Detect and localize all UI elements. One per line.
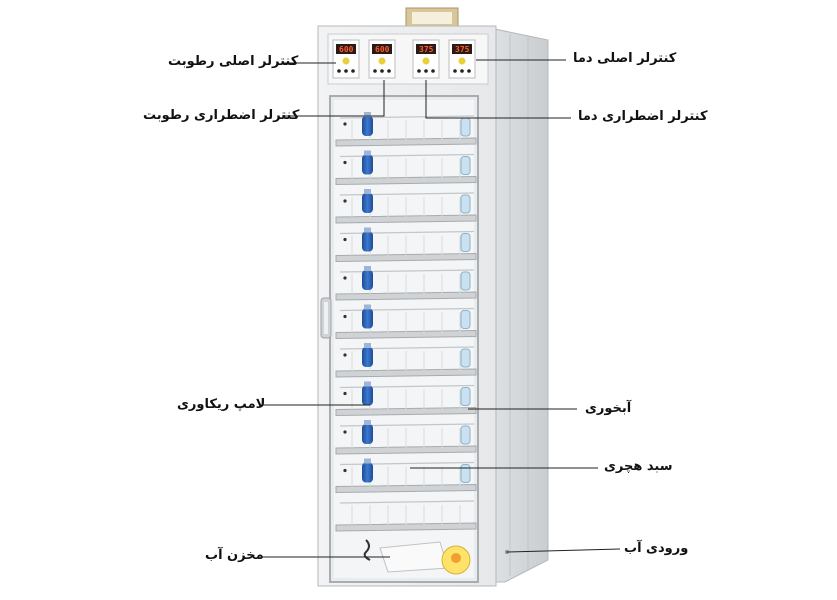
- water-bottle: [460, 156, 471, 175]
- controller-temp-main: 375: [448, 39, 476, 79]
- label-emergency-humidity-controller: کنترلر اضطراری رطوبت: [143, 108, 300, 123]
- lamp-bottle: [362, 231, 373, 252]
- lamp-bottle-cap: [364, 343, 371, 348]
- lamp-bottle: [362, 308, 373, 329]
- tray-shelf: [335, 329, 477, 340]
- lamp-bottle: [362, 424, 373, 444]
- lamp-bottle-cap: [364, 227, 371, 233]
- tray-shelf: [335, 445, 477, 455]
- water-bottle: [460, 194, 471, 214]
- lamp-bottle: [362, 116, 373, 136]
- tray-rail: [339, 500, 475, 504]
- door-handle: [320, 297, 332, 339]
- tray-pin: [343, 314, 347, 319]
- lamp-bottle: [362, 193, 373, 213]
- water-bottle: [460, 310, 471, 329]
- lamp-bottle-cap: [364, 304, 371, 310]
- controller-display: 375: [455, 45, 470, 54]
- tray-shelf: [335, 483, 477, 494]
- lamp-bottle-cap: [364, 458, 371, 464]
- tray-shelf: [335, 406, 477, 417]
- tray-rail: [339, 230, 475, 235]
- tray-pin: [343, 430, 347, 434]
- label-water-tray: آبخوری: [585, 401, 632, 416]
- tray-rail: [339, 423, 475, 427]
- lamp-bottle-cap: [364, 150, 371, 156]
- cabinet-side-panel: [489, 27, 549, 583]
- water-bottle: [460, 271, 471, 291]
- tray-rail: [339, 153, 475, 158]
- tray-pin: [343, 122, 347, 126]
- water-bottle: [460, 464, 471, 483]
- lamp-bottle-cap: [364, 189, 371, 194]
- tray-stack: [335, 112, 477, 532]
- tray-shelf: [335, 175, 477, 186]
- tray-pin: [343, 160, 347, 165]
- controller-humidity-main: 600: [332, 39, 360, 79]
- tray-shelf: [335, 291, 477, 301]
- water-bottle: [460, 348, 471, 368]
- water-bottle: [460, 387, 471, 406]
- tray-pin: [343, 199, 347, 203]
- lamp-bottle-cap: [364, 112, 371, 117]
- lamp-bottle-cap: [364, 420, 371, 425]
- tray-shelf: [335, 137, 477, 147]
- controller-humidity-emergency: 600: [368, 39, 396, 79]
- controller-display: 600: [375, 45, 390, 54]
- label-emergency-temp-controller: کنترلر اضطراری دما: [578, 109, 708, 124]
- tray-rail: [339, 269, 475, 273]
- tray-rail: [339, 307, 475, 312]
- leader-lines: [262, 59, 621, 558]
- tray-shelf: [335, 522, 477, 532]
- controller-temp-emergency: 375: [412, 39, 440, 79]
- lamp-bottle: [362, 154, 373, 175]
- controller-display: 375: [419, 45, 434, 54]
- controller-display: 600: [339, 45, 354, 54]
- tray-rail: [339, 384, 475, 389]
- label-main-temp-controller: کنترلر اصلی دما: [573, 51, 677, 66]
- water-tank: [363, 539, 471, 575]
- lamp-bottle: [362, 347, 373, 367]
- lamp-bottle-cap: [364, 266, 371, 271]
- water-bottle: [460, 425, 471, 445]
- label-water-inlet: ورودی آب: [624, 541, 689, 556]
- tray-shelf: [335, 368, 477, 378]
- water-bottle: [460, 233, 471, 252]
- lamp-bottle: [362, 270, 373, 290]
- label-water-tank: مخزن آب: [205, 548, 264, 563]
- top-box: [405, 7, 459, 29]
- label-main-humidity-controller: کنترلر اصلی رطوبت: [168, 54, 299, 69]
- tray-shelf: [335, 252, 477, 263]
- tray-pin: [343, 468, 347, 473]
- tray-rail: [339, 115, 475, 119]
- lamp-bottle: [362, 462, 373, 483]
- tray-rail: [339, 192, 475, 196]
- tray-pin: [343, 391, 347, 396]
- lamp-bottle: [362, 385, 373, 406]
- water-bottle: [460, 117, 471, 137]
- tray-rail: [339, 346, 475, 350]
- tray-shelf: [335, 214, 477, 224]
- controller-panel: 600 600 375 375: [332, 39, 476, 79]
- label-recovery-lamp: لامپ ریکاوری: [177, 397, 266, 412]
- tray-pin: [343, 237, 347, 242]
- tray-rail: [339, 461, 475, 466]
- lamp-bottle-cap: [364, 381, 371, 387]
- tray-pin: [343, 276, 347, 280]
- label-hatcher-basket: سبد هچری: [604, 459, 673, 474]
- tray-pin: [343, 353, 347, 357]
